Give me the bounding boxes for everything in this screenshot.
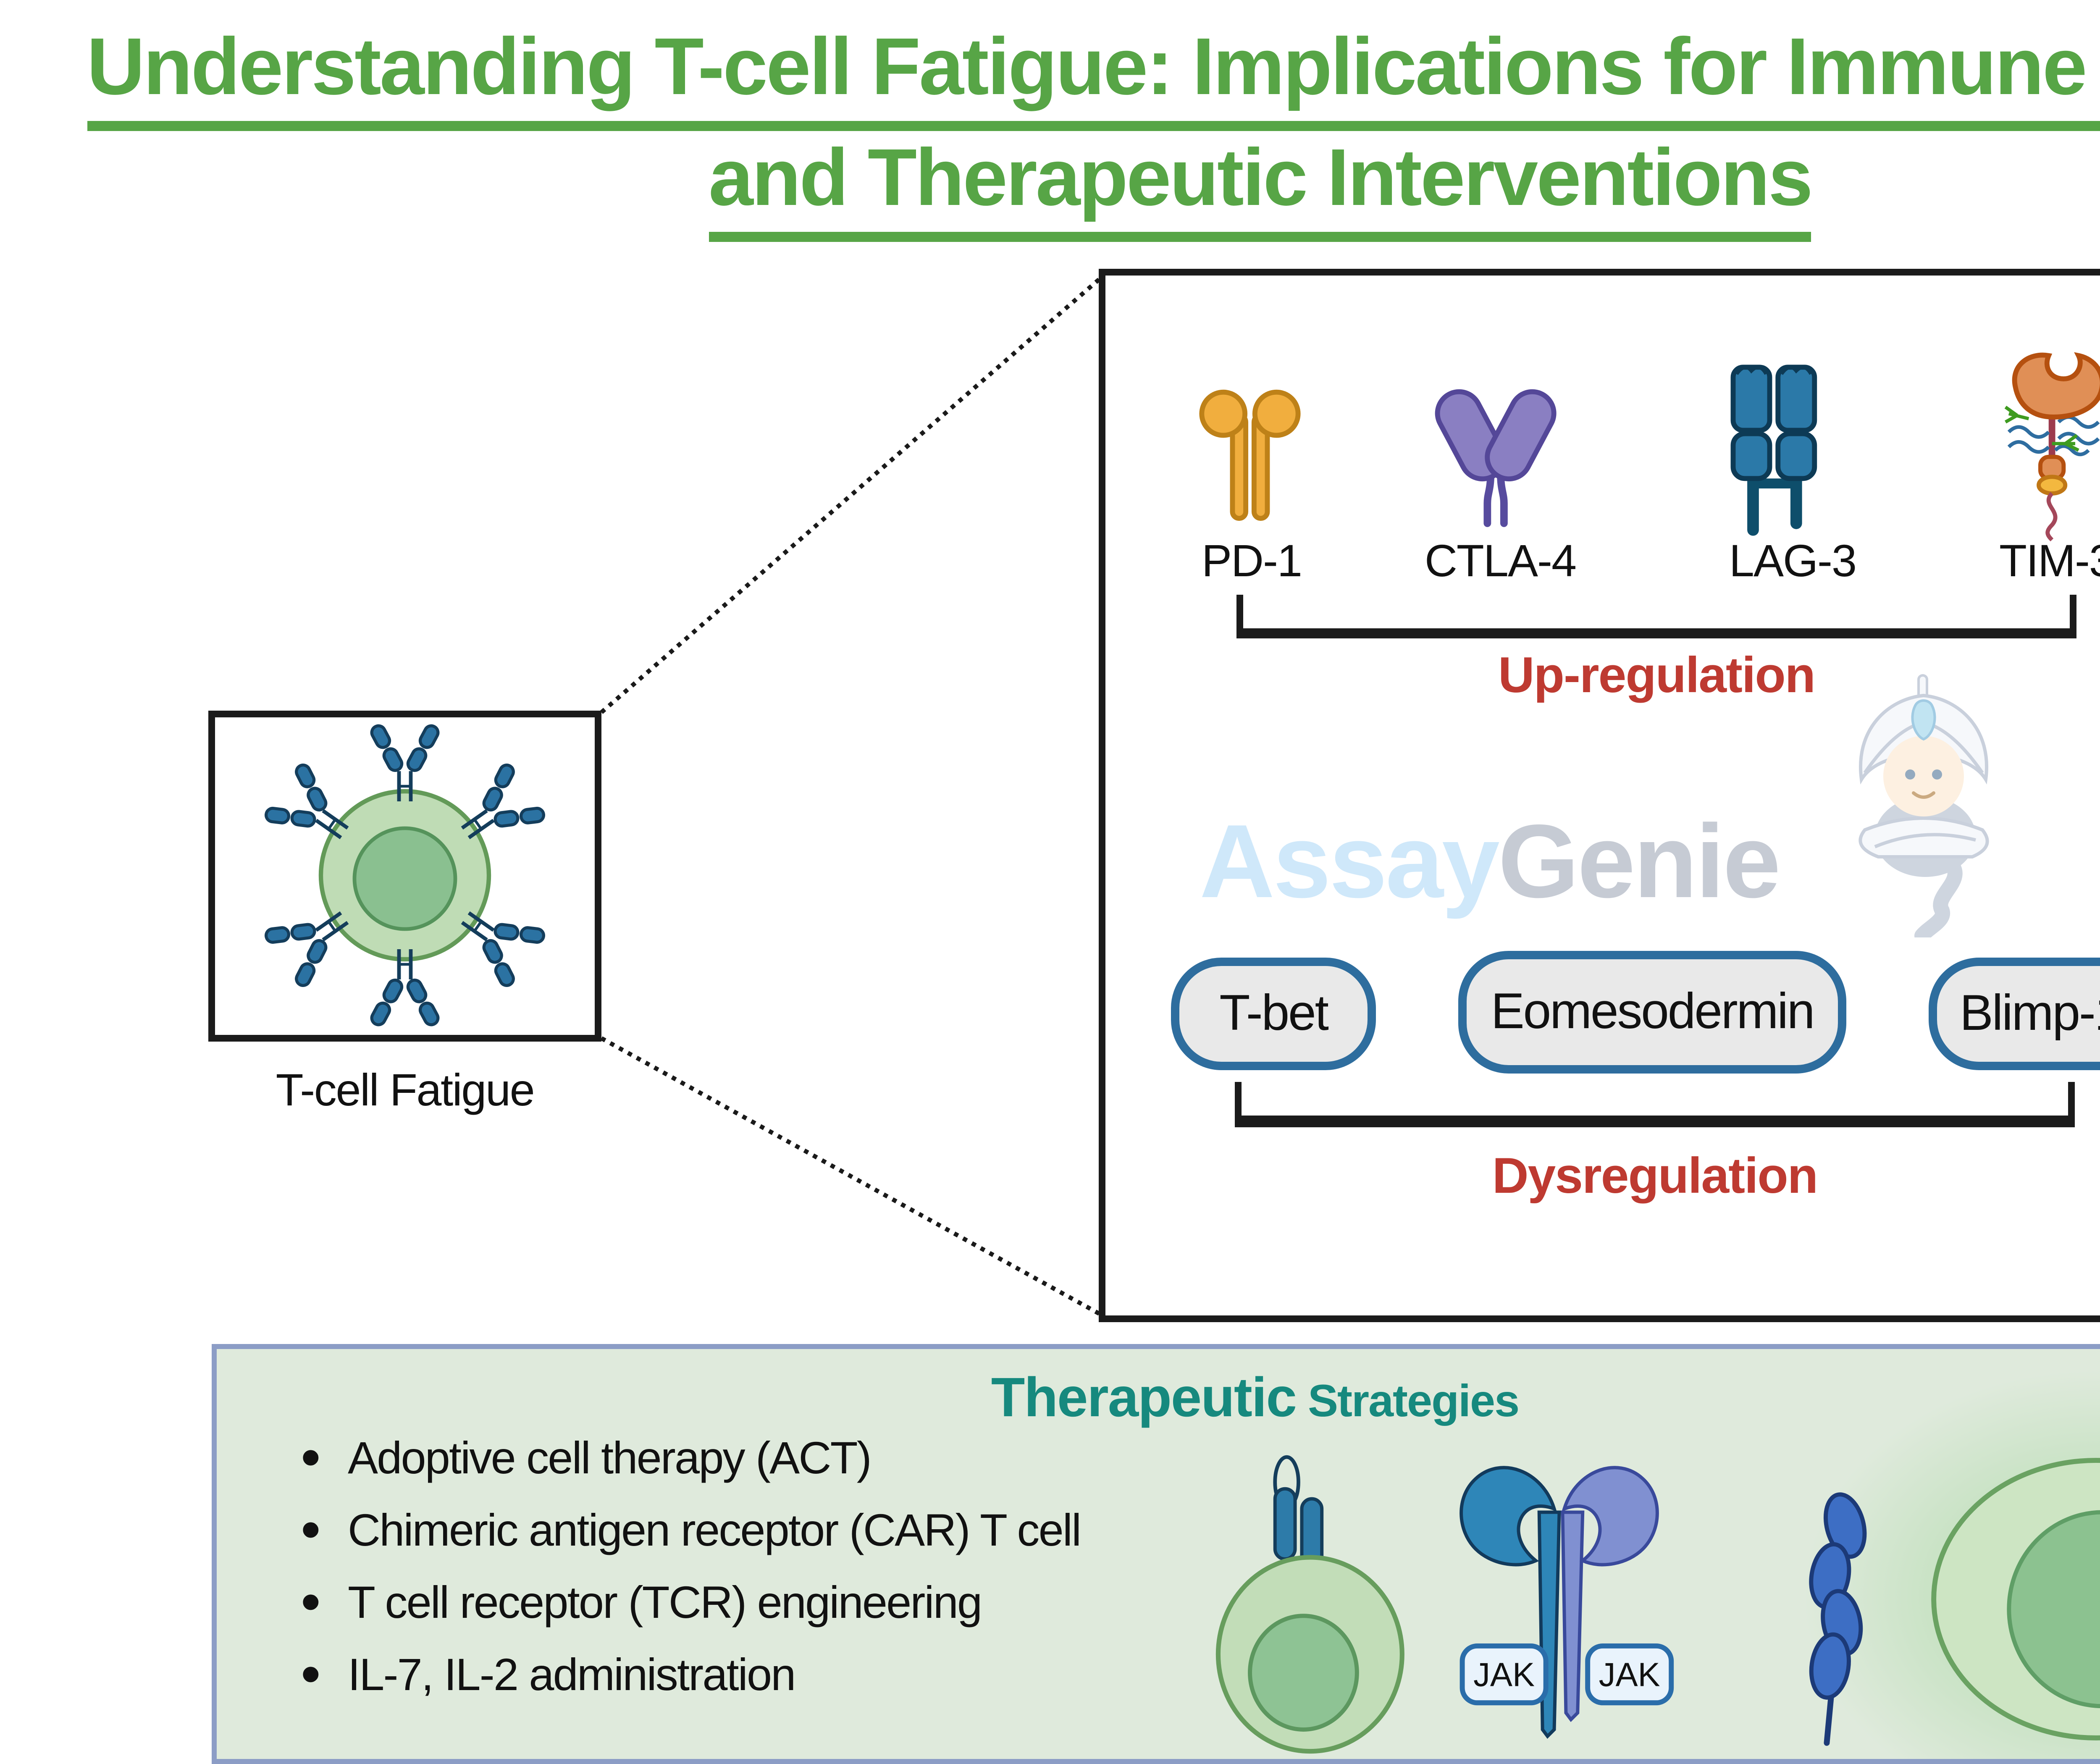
glowing-cell-icon [1803, 1370, 2100, 1759]
watermark-assay: Assay [1200, 805, 1500, 921]
watermark-text: AssayGenie [1200, 803, 1781, 922]
upregulation-label: Up-regulation [1498, 648, 1816, 704]
receptor-label-lag3: LAG-3 [1729, 536, 1857, 586]
list-item-il7-il2: IL-7, IL-2 administration [301, 1640, 1080, 1712]
jak-label-right: JAK [1599, 1656, 1660, 1693]
therapy-bullet-list: Adoptive cell therapy (ACT) Chimeric ant… [301, 1423, 1082, 1712]
therapeutic-strategies-panel: JAK JAK Therapeutic Strategies Adoptive … [212, 1344, 2100, 1764]
receptor-label-pd1: PD-1 [1201, 536, 1302, 586]
dysregulation-bracket [1235, 1082, 2075, 1127]
t-cell-fatigue-box [208, 711, 601, 1042]
jak-label-left: JAK [1473, 1656, 1535, 1693]
connector-top-line [600, 272, 1107, 714]
car-t-cell-icon [1215, 1455, 1404, 1754]
upregulation-bracket [1236, 595, 2076, 638]
inhibitory-receptor-icons [1199, 352, 2100, 542]
therapeutic-strategies-heading: Therapeutic Strategies [217, 1366, 2100, 1430]
lag3-receptor-icon [1730, 365, 1817, 536]
therapy-illustrations: JAK JAK [1215, 1370, 2100, 1759]
ctla4-receptor-icon [1435, 389, 1557, 527]
factor-pill-eomesodermin-label: Eomesodermin [1491, 984, 1815, 1039]
t-cell-fatigue-label: T-cell Fatigue [276, 1065, 535, 1116]
factor-pill-blimp1-label: Blimp-1 [1959, 985, 2100, 1041]
bead-chain-receptor-icon [1809, 1492, 1867, 1746]
factor-pill-blimp1: Blimp-1 [1929, 958, 2100, 1070]
factor-pill-eomesodermin: Eomesodermin [1458, 951, 1846, 1074]
heading-strategies: Strategies [1296, 1376, 1520, 1426]
genie-mascot-icon [1858, 674, 1989, 937]
receptor-detail-box: PD-1 CTLA-4 LAG-3 TIM-3 Up-regulation As… [1099, 269, 2100, 1322]
list-item-car: Chimeric antigen receptor (CAR) T cell [301, 1495, 1082, 1567]
dysregulation-label: Dysregulation [1492, 1149, 1818, 1205]
page-title-line2: and Therapeutic Interventions [0, 131, 2100, 242]
heading-therapeutic: Therapeutic [991, 1366, 1297, 1428]
tim3-receptor-icon [2004, 352, 2100, 542]
t-cell-icon [215, 717, 595, 1035]
pd1-receptor-icon [1199, 389, 1301, 521]
receptor-label-tim3: TIM-3 [1999, 536, 2100, 586]
watermark-genie: Genie [1498, 805, 1781, 921]
list-item-act: Adoptive cell therapy (ACT) [301, 1423, 1080, 1495]
factor-pill-tbet: T-bet [1171, 958, 1376, 1070]
list-item-tcr: T cell receptor (TCR) engineering [301, 1567, 1080, 1640]
page-title-line1: Understanding T-cell Fatigue: Implicatio… [0, 20, 2100, 131]
receptor-label-ctla4: CTLA-4 [1424, 536, 1577, 586]
factor-pill-tbet-label: T-bet [1219, 985, 1329, 1041]
jak-receptor-icon: JAK JAK [1460, 1466, 1674, 1739]
page-title: Understanding T-cell Fatigue: Implicatio… [0, 20, 2100, 242]
connector-bottom-line [600, 1036, 1107, 1319]
